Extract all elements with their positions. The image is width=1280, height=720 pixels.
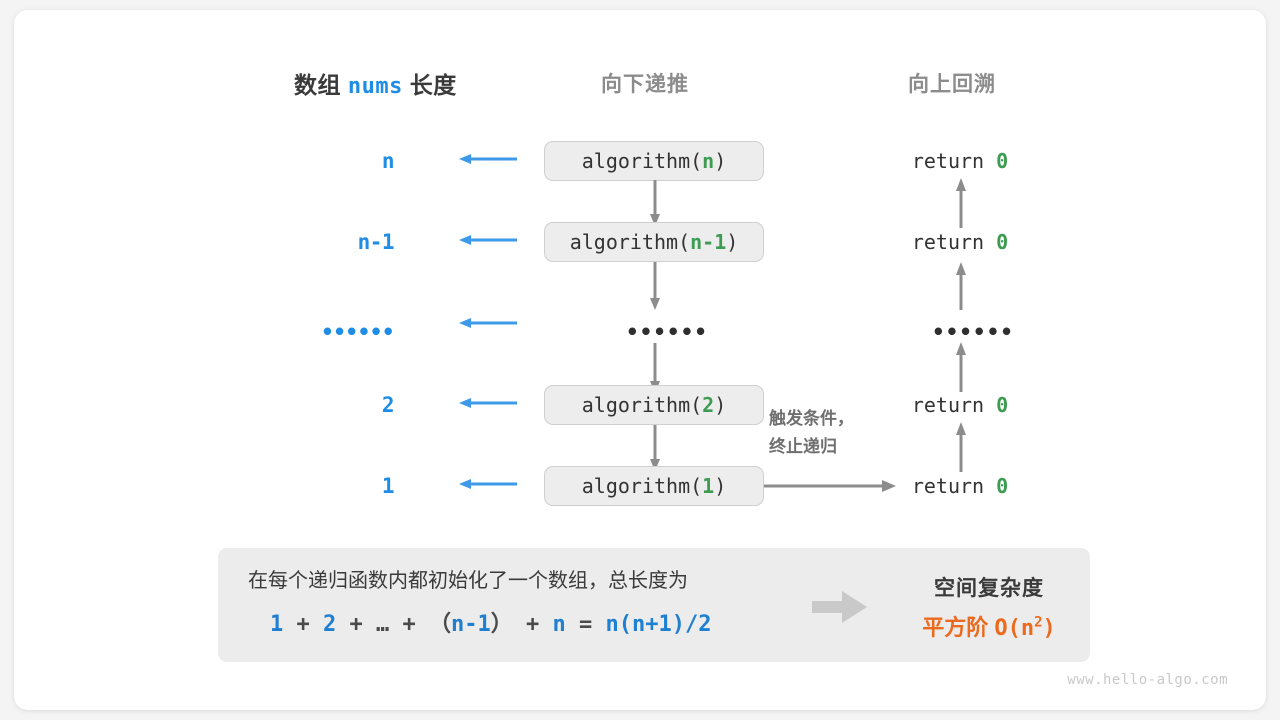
summary-panel: 在每个递归函数内都初始化了一个数组，总长度为 1 + 2 + … + （n-1）… (218, 548, 1090, 662)
call-prefix-3: algorithm( (581, 393, 703, 417)
return-value-3: 0 (996, 393, 1009, 417)
call-box-1: algorithm(n-1) (544, 222, 764, 262)
call-ellipsis: •••••• (626, 320, 708, 344)
header-recursion-up: 向上回溯 (908, 73, 996, 96)
formula-equals: = (579, 612, 593, 637)
up-arrow-3 (953, 420, 969, 472)
formula-term-3: … (376, 612, 390, 637)
summary-description: 在每个递归函数内都初始化了一个数组，总长度为 (248, 570, 688, 592)
call-suffix-3: ) (714, 393, 727, 417)
complexity-bigo: O(n2) (994, 614, 1056, 641)
terminate-note: 触发条件， 终止递归 (769, 405, 899, 461)
formula-paren-close: ） (490, 612, 513, 637)
down-arrow-3 (647, 425, 663, 473)
return-keyword-4: return (911, 474, 985, 498)
down-arrow-0 (647, 180, 663, 228)
complexity-bigo-close: ) (1042, 616, 1056, 641)
call-suffix-1: ) (726, 230, 739, 254)
diagram-card: 数组 nums 长度 向下递推 向上回溯 n algorithm(n) retu… (14, 10, 1266, 710)
formula-op-3: + (402, 612, 416, 637)
terminate-note-line2: 终止递归 (769, 437, 837, 456)
header-left-nums: nums (347, 74, 403, 99)
complexity-value: 平方阶 O(n2) (894, 610, 1084, 642)
complexity-title: 空间复杂度 (934, 577, 1044, 600)
call-prefix-0: algorithm( (581, 149, 703, 173)
length-row-3: 2 (381, 393, 395, 417)
return-row-4: return 0 (870, 474, 1050, 498)
call-prefix-4: algorithm( (581, 474, 703, 498)
terminate-note-line1: 触发条件， (769, 409, 854, 428)
call-arg-3: 2 (702, 393, 715, 417)
call-arg-1: n-1 (690, 230, 727, 254)
formula-paren-open: （ (429, 612, 452, 637)
complexity-order-label: 平方阶 (922, 615, 989, 640)
header-left-prefix: 数组 (294, 72, 341, 98)
complexity-bigo-base: O(n (994, 616, 1035, 641)
blue-left-arrow-2 (457, 315, 519, 331)
call-suffix-4: ) (714, 474, 727, 498)
header-left-suffix: 长度 (409, 72, 457, 98)
return-ellipsis: •••••• (932, 320, 1014, 344)
return-row-3: return 0 (870, 393, 1050, 417)
blue-left-arrow-4 (457, 476, 519, 492)
return-row-0: return 0 (870, 149, 1050, 173)
header-array-length: 数组 nums 长度 (294, 66, 457, 100)
return-keyword-1: return (911, 230, 985, 254)
summary-formula: 1 + 2 + … + （n-1） + n = n(n+1)/2 (270, 606, 712, 638)
return-keyword-0: return (911, 149, 985, 173)
call-box-4: algorithm(1) (544, 466, 764, 506)
call-arg-4: 1 (702, 474, 715, 498)
length-row-4: 1 (381, 474, 395, 498)
length-row-1: n-1 (357, 230, 395, 254)
call-suffix-0: ) (714, 149, 727, 173)
formula-term-4: n-1 (451, 612, 491, 637)
return-value-4: 0 (996, 474, 1009, 498)
length-row-0: n (381, 149, 395, 173)
return-keyword-3: return (911, 393, 985, 417)
header-recursion-down: 向下递推 (601, 73, 689, 96)
call-box-3: algorithm(2) (544, 385, 764, 425)
formula-result: n(n+1)/2 (605, 612, 712, 637)
base-case-arrow (764, 478, 898, 494)
up-arrow-0 (953, 176, 969, 228)
return-row-1: return 0 (870, 230, 1050, 254)
blue-left-arrow-1 (457, 232, 519, 248)
formula-op-1: + (296, 612, 310, 637)
return-value-1: 0 (996, 230, 1009, 254)
down-arrow-1 (647, 262, 663, 312)
watermark: www.hello-algo.com (1067, 672, 1228, 688)
return-value-0: 0 (996, 149, 1009, 173)
up-arrow-1 (953, 260, 969, 310)
blue-left-arrow-0 (457, 151, 519, 167)
formula-term-2: 2 (323, 612, 337, 637)
implies-arrow-icon (812, 590, 868, 624)
length-row-2: •••••• (321, 320, 394, 344)
formula-term-5: n (552, 612, 566, 637)
up-arrow-2 (953, 340, 969, 392)
call-prefix-1: algorithm( (569, 230, 691, 254)
formula-term-1: 1 (270, 612, 284, 637)
complexity-bigo-exponent: 2 (1034, 614, 1043, 631)
formula-op-2: + (349, 612, 363, 637)
call-box-0: algorithm(n) (544, 141, 764, 181)
formula-op-4: + (526, 612, 540, 637)
blue-left-arrow-3 (457, 395, 519, 411)
call-arg-0: n (702, 149, 715, 173)
